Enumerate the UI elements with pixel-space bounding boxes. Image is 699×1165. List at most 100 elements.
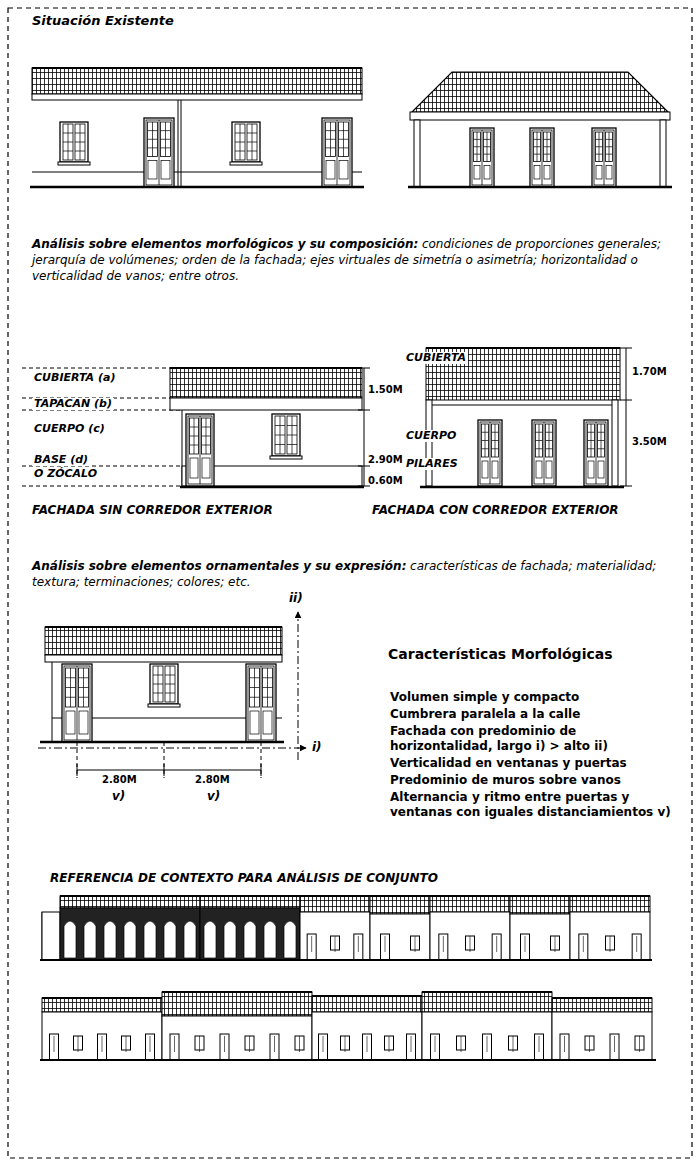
pane-bar xyxy=(326,139,336,140)
opening-bar xyxy=(274,1036,275,1052)
window-frame xyxy=(272,414,300,456)
door-panel xyxy=(546,461,552,478)
roof-ridge xyxy=(170,367,362,369)
door-leaf xyxy=(532,130,552,185)
door-frame xyxy=(592,128,616,187)
door-symbol xyxy=(319,1034,328,1060)
pane-bar xyxy=(75,133,85,134)
opening-bar xyxy=(385,936,386,952)
feature-item: Predominio de muros sobre vanos xyxy=(390,773,672,788)
pane-bar xyxy=(492,448,499,449)
existing-elevations xyxy=(30,68,672,187)
dimension-tick xyxy=(620,348,632,349)
door-panel xyxy=(598,461,604,478)
pillar xyxy=(612,400,618,486)
pane-grid xyxy=(63,124,73,160)
roof-ridge xyxy=(32,67,362,69)
facade-caption: FACHADA SIN CORREDOR EXTERIOR xyxy=(32,504,273,517)
door-frame xyxy=(532,420,556,486)
pillar xyxy=(414,120,420,187)
pane-bar xyxy=(263,687,273,688)
door-leaf xyxy=(594,130,614,185)
fascia-band xyxy=(45,655,282,662)
pane-bar xyxy=(66,697,76,698)
dimension-tick xyxy=(620,486,632,487)
window-sill xyxy=(148,704,180,707)
part-label: O ZÓCALO xyxy=(32,468,99,480)
paragraph-lead: Análisis sobre elementos morfológicos y … xyxy=(32,237,418,251)
house-wall xyxy=(300,912,370,960)
feature-item: Alternancia y ritmo entre puertas y vent… xyxy=(390,790,672,820)
beam-line xyxy=(432,405,612,406)
window-sill xyxy=(58,162,90,165)
dimension-label: 3.50M xyxy=(632,436,667,447)
axis-label: v) xyxy=(112,790,125,803)
opening-bar xyxy=(610,936,611,952)
fascia-band xyxy=(170,398,362,410)
pane-bar xyxy=(474,139,481,140)
pane-bar xyxy=(235,133,245,134)
window-symbol xyxy=(270,414,302,459)
pane-bar xyxy=(588,448,595,449)
pane-bar xyxy=(148,147,158,148)
door-leaf xyxy=(248,666,274,740)
pane-bar xyxy=(474,146,481,147)
opening-bar xyxy=(102,1036,103,1052)
part-label: TAPACAN (b) xyxy=(32,398,114,410)
ground-line xyxy=(408,186,672,189)
party-wall xyxy=(181,100,182,187)
door-symbol xyxy=(407,1034,416,1060)
house-wall xyxy=(422,1012,552,1060)
pane-grid xyxy=(250,668,260,707)
pane-bar xyxy=(536,448,543,449)
pane-bar xyxy=(235,151,245,152)
dimension-label: 2.80M xyxy=(195,774,230,785)
pane-bar xyxy=(544,154,551,155)
door-symbol xyxy=(220,1034,229,1060)
door-symbol xyxy=(246,664,276,742)
pane-bar xyxy=(161,130,171,131)
opening-bar xyxy=(126,1036,127,1052)
pane-bar xyxy=(63,151,73,152)
roof-tiles xyxy=(200,896,300,908)
door-split xyxy=(261,666,262,740)
pane-bar xyxy=(165,693,175,694)
guide-line xyxy=(22,486,182,487)
house-wall xyxy=(552,1012,652,1060)
roof-tiles xyxy=(60,896,200,908)
arch-opening xyxy=(184,921,196,958)
house-wall xyxy=(510,914,570,960)
opening-bar xyxy=(639,1036,640,1052)
pane-grid xyxy=(492,424,499,457)
section-heading: Características Morfológicas xyxy=(388,647,613,662)
axis-guide xyxy=(261,742,262,778)
pane-grid xyxy=(544,132,551,162)
pane-bar xyxy=(474,154,481,155)
pane-bar xyxy=(165,675,175,676)
pane-bar xyxy=(484,146,491,147)
pane-bar xyxy=(596,154,603,155)
window-symbol xyxy=(58,122,90,165)
pane-bar xyxy=(153,684,163,685)
window-symbol xyxy=(230,122,262,165)
analysis-paragraph: Análisis sobre elementos morfológicos y … xyxy=(32,236,668,284)
opening-bar xyxy=(443,936,444,952)
door-leaf xyxy=(534,422,554,484)
roof-ridge xyxy=(430,895,510,897)
door-split xyxy=(596,422,597,484)
wall-edge xyxy=(52,662,53,742)
arch-opening xyxy=(224,921,236,958)
pane-bar xyxy=(287,444,297,445)
pane-bar xyxy=(536,432,543,433)
door-leaf xyxy=(146,120,172,185)
door-symbol xyxy=(270,1034,279,1060)
door-symbol xyxy=(632,934,641,960)
window-symbol xyxy=(148,664,180,707)
window-frame xyxy=(150,664,178,704)
opening-bar xyxy=(636,936,637,952)
pane-grid xyxy=(275,416,285,454)
opening-bar xyxy=(470,936,471,952)
pane-grid xyxy=(606,132,613,162)
roof-tiles xyxy=(510,896,570,914)
